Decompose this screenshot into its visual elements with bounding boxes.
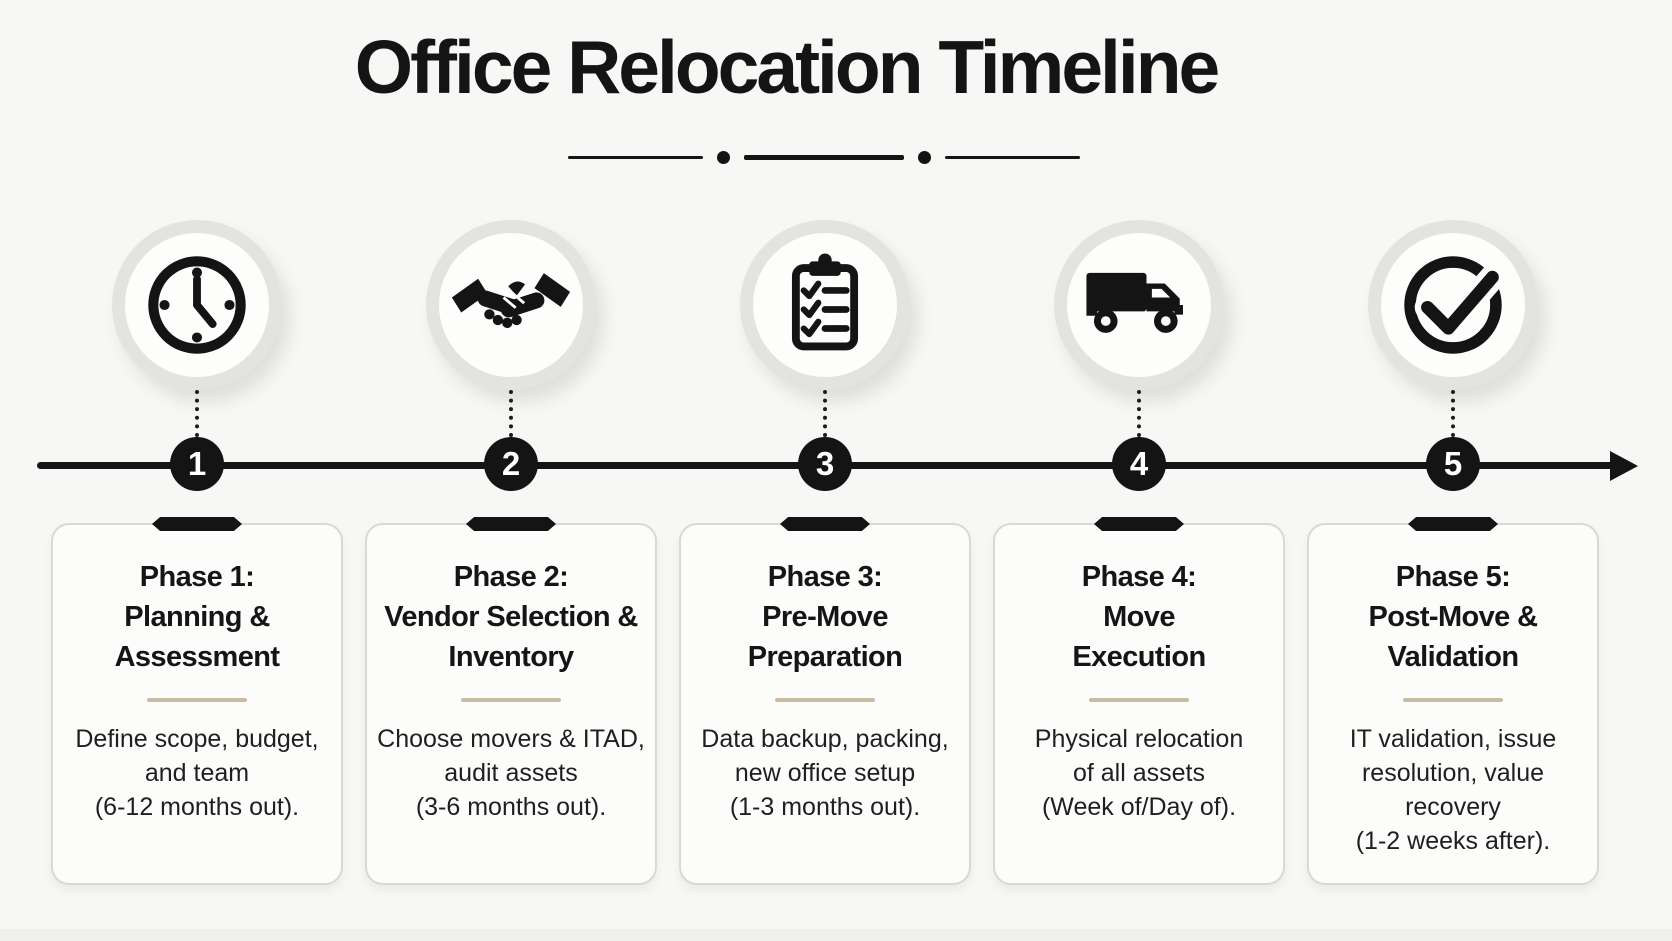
phase-desc-line: resolution, value (1361, 759, 1545, 787)
phase-desc-line: Choose movers & ITAD, (377, 725, 645, 753)
truck-icon (1086, 272, 1183, 333)
phase-desc-line: (3-6 months out). (415, 793, 607, 821)
phase-desc-line: Define scope, budget, (75, 725, 319, 753)
timeline-node-1: 1 (170, 437, 224, 491)
divider-dot (717, 151, 730, 164)
divider-line (744, 155, 904, 160)
phase-title-line: Phase 1: (139, 561, 255, 593)
phase-desc-line: (1-3 months out). (729, 793, 921, 821)
card-accent-divider (775, 698, 875, 702)
phase-desc-line: Physical relocation (1034, 725, 1244, 753)
phase-columns: 1 Phase 1: Planning & Assessment Define … (51, 220, 1599, 885)
phase-desc-line: IT validation, issue (1349, 725, 1557, 753)
check-circle-icon (1404, 256, 1506, 354)
card-top-pill (780, 517, 870, 531)
phase-title-line: Phase 3: (767, 561, 883, 593)
timeline-arrowhead-icon (1610, 451, 1638, 481)
card-accent-divider (461, 698, 561, 702)
phase-desc-line: of all assets (1072, 759, 1205, 787)
phase-5-icon-circle (1368, 220, 1538, 390)
phase-2-card: Phase 2: Vendor Selection & Inventory Ch… (365, 517, 657, 885)
phase-title-line: Validation (1387, 641, 1520, 673)
phase-title-line: Execution (1072, 641, 1206, 673)
card-accent-divider (147, 698, 247, 702)
phase-desc-line: Data backup, packing, (701, 725, 949, 753)
timeline-node-3: 3 (798, 437, 852, 491)
divider-line (945, 156, 1080, 159)
phase-4-icon-circle (1054, 220, 1224, 390)
phase-4-title: Phase 4: Move Execution (995, 557, 1283, 677)
phase-1-title: Phase 1: Planning & Assessment (53, 557, 341, 677)
phase-1-icon-circle (112, 220, 282, 390)
checklist-clipboard-icon (791, 253, 859, 351)
phase-3-title: Phase 3: Pre-Move Preparation (681, 557, 969, 677)
card-accent-divider (1403, 698, 1503, 702)
phase-column-2: 2 Phase 2: Vendor Selection & Inventory … (365, 220, 657, 885)
timeline-node-4: 4 (1112, 437, 1166, 491)
phase-3-card: Phase 3: Pre-Move Preparation Data backu… (679, 517, 971, 885)
phase-2-description: Choose movers & ITAD, audit assets (3-6 … (367, 722, 655, 824)
phase-title-line: Inventory (448, 641, 574, 673)
card-top-pill (152, 517, 242, 531)
phase-title-line: Pre-Move (762, 601, 888, 633)
phase-5-card: Phase 5: Post-Move & Validation IT valid… (1307, 517, 1599, 885)
phase-1-card: Phase 1: Planning & Assessment Define sc… (51, 517, 343, 885)
phase-2-icon-circle (426, 220, 596, 390)
dotted-connector (1451, 390, 1455, 437)
title-ornament-divider (568, 151, 1080, 164)
phase-title-line: Post-Move & (1368, 601, 1538, 633)
phase-3-icon-circle (740, 220, 910, 390)
phase-desc-line: new office setup (734, 759, 916, 787)
phase-4-card: Phase 4: Move Execution Physical relocat… (993, 517, 1285, 885)
phase-2-title: Phase 2: Vendor Selection & Inventory (367, 557, 655, 677)
handshake-icon (451, 273, 571, 328)
phase-title-line: Planning & (124, 601, 270, 633)
dotted-connector (195, 390, 199, 437)
phase-title-line: Assessment (114, 641, 280, 673)
phase-desc-line: and team (144, 759, 250, 787)
phase-desc-line: (6-12 months out). (94, 793, 300, 821)
card-top-pill (466, 517, 556, 531)
phase-title-line: Vendor Selection & (384, 601, 638, 633)
phase-column-1: 1 Phase 1: Planning & Assessment Define … (51, 220, 343, 885)
bottom-band (0, 929, 1672, 941)
dotted-connector (823, 390, 827, 437)
phase-column-3: 3 Phase 3: Pre-Move Preparation Data bac… (679, 220, 971, 885)
phase-title-line: Preparation (747, 641, 903, 673)
divider-dot (918, 151, 931, 164)
phase-title-line: Move (1103, 601, 1175, 633)
phase-title-line: Phase 5: (1395, 561, 1511, 593)
phase-4-description: Physical relocation of all assets (Week … (995, 722, 1283, 824)
dotted-connector (1137, 390, 1141, 437)
phase-5-description: IT validation, issue resolution, value r… (1309, 722, 1597, 858)
phase-column-5: 5 Phase 5: Post-Move & Validation IT val… (1307, 220, 1599, 885)
phase-desc-line: recovery (1405, 793, 1501, 821)
phase-1-description: Define scope, budget, and team (6-12 mon… (53, 722, 341, 824)
phase-desc-line: (Week of/Day of). (1041, 793, 1237, 821)
phase-column-4: 4 Phase 4: Move Execution Physical reloc… (993, 220, 1285, 885)
phase-desc-line: (1-2 weeks after). (1355, 827, 1551, 855)
phase-desc-line: audit assets (444, 759, 578, 787)
timeline-node-2: 2 (484, 437, 538, 491)
phase-5-title: Phase 5: Post-Move & Validation (1309, 557, 1597, 677)
timeline-node-5: 5 (1426, 437, 1480, 491)
page-title: Office Relocation Timeline (354, 25, 1221, 109)
card-top-pill (1094, 517, 1184, 531)
dotted-connector (509, 390, 513, 437)
clock-icon (148, 256, 246, 354)
phase-title-line: Phase 2: (453, 561, 569, 593)
card-top-pill (1408, 517, 1498, 531)
phase-title-line: Phase 4: (1081, 561, 1197, 593)
card-accent-divider (1089, 698, 1189, 702)
phase-3-description: Data backup, packing, new office setup (… (681, 722, 969, 824)
divider-line (568, 156, 703, 159)
